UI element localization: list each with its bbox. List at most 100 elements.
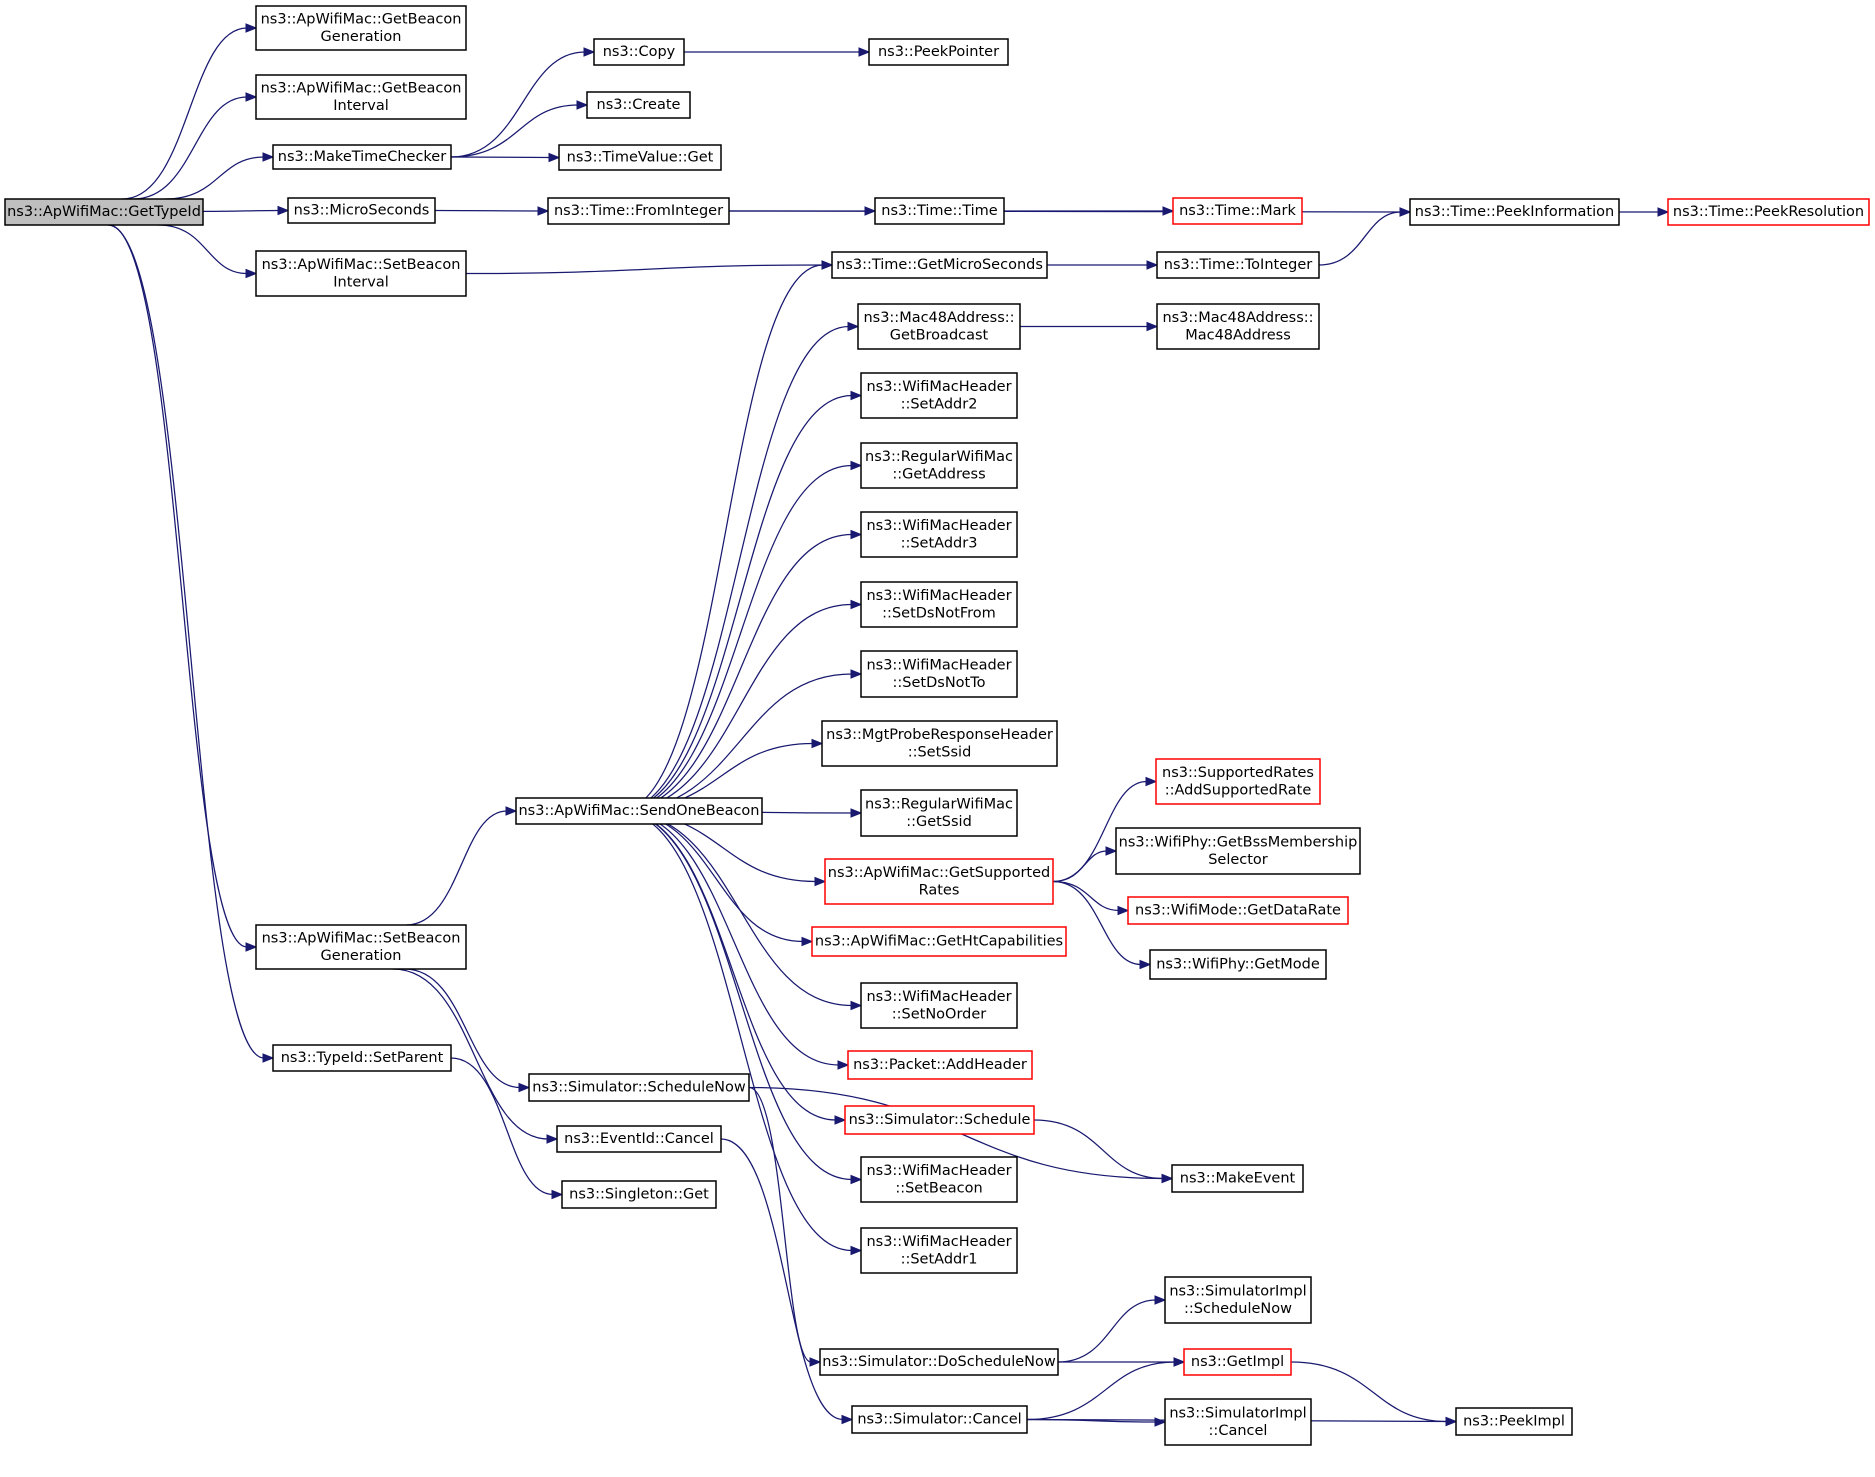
- node-box: [272, 144, 452, 170]
- node-label-line: ns3::MakeEvent: [1180, 1171, 1296, 1187]
- node-box: [874, 197, 1005, 225]
- node-schedule-now[interactable]: ns3::Simulator::ScheduleNow: [528, 1073, 750, 1102]
- edge-line: [1052, 880, 1142, 966]
- node-peek-resolution[interactable]: ns3::Time::PeekResolution: [1667, 198, 1870, 226]
- node-sim-cancel[interactable]: ns3::Simulator::Cancel: [851, 1405, 1028, 1434]
- node-send-one-beacon[interactable]: ns3::ApWifiMac::SendOneBeacon: [515, 797, 763, 825]
- edge-line: [618, 325, 850, 812]
- node-set-no-order[interactable]: ns3::WifiMacHeader::SetNoOrder: [860, 982, 1018, 1029]
- node-box: [1409, 198, 1620, 226]
- edge-arrowhead: [1117, 905, 1130, 916]
- node-get-micro-seconds[interactable]: ns3::Time::GetMicroSeconds: [831, 251, 1048, 279]
- node-box: [586, 91, 691, 119]
- node-box: [515, 797, 763, 825]
- edge-arrowhead: [245, 92, 258, 102]
- edge-arrowhead: [1154, 1417, 1167, 1427]
- node-time-mark[interactable]: ns3::Time::Mark: [1172, 197, 1303, 225]
- node-set-parent[interactable]: ns3::TypeId::SetParent: [272, 1044, 452, 1072]
- node-box: [860, 372, 1018, 419]
- node-label-line: ns3::PeekPointer: [878, 44, 999, 60]
- edge-line: [618, 810, 853, 1181]
- edge-line: [450, 51, 586, 158]
- node-create[interactable]: ns3::Create: [586, 91, 691, 119]
- edge-line: [202, 209, 280, 213]
- node-reg-get-address[interactable]: ns3::RegularWifiMac::GetAddress: [860, 442, 1018, 489]
- node-set-addr2[interactable]: ns3::WifiMacHeader::SetAddr2: [860, 372, 1018, 419]
- node-set-ds-not-from[interactable]: ns3::WifiMacHeader::SetDsNotFrom: [860, 581, 1018, 628]
- node-label-line: ::SetDsNotFrom: [882, 605, 996, 621]
- edge-arrowhead: [1657, 207, 1670, 217]
- node-box: [561, 1180, 717, 1209]
- node-set-ds-not-to[interactable]: ns3::WifiMacHeader::SetDsNotTo: [860, 650, 1018, 698]
- node-set-beacon[interactable]: ns3::WifiMacHeader::SetBeacon: [860, 1156, 1018, 1203]
- edge-arrowhead: [1445, 1416, 1458, 1427]
- node-get-broadcast[interactable]: ns3::Mac48Address::GetBroadcast: [857, 303, 1021, 350]
- node-reg-get-ssid[interactable]: ns3::RegularWifiMac::GetSsid: [860, 789, 1018, 837]
- node-to-integer[interactable]: ns3::Time::ToInteger: [1156, 251, 1320, 279]
- edge-root-to-micro-seconds: [202, 205, 290, 216]
- node-box: [860, 1227, 1018, 1274]
- edge-arrowhead: [834, 1115, 847, 1125]
- node-label-line: Selector: [1208, 852, 1268, 868]
- edge-arrowhead: [546, 1134, 559, 1144]
- node-label-line: ns3::Simulator::ScheduleNow: [532, 1080, 746, 1096]
- node-get-mode[interactable]: ns3::WifiPhy::GetMode: [1149, 949, 1327, 980]
- node-micro-seconds[interactable]: ns3::MicroSeconds: [287, 197, 436, 224]
- node-peek-pointer[interactable]: ns3::PeekPointer: [868, 38, 1009, 66]
- node-box: [1667, 198, 1870, 226]
- node-box: [831, 251, 1048, 279]
- node-event-id-cancel[interactable]: ns3::EventId::Cancel: [556, 1125, 722, 1153]
- node-impl-cancel[interactable]: ns3::SimulatorImpl::Cancel: [1164, 1398, 1312, 1446]
- node-box: [1171, 1164, 1304, 1193]
- node-get-ht-capabilities[interactable]: ns3::ApWifiMac::GetHtCapabilities: [811, 926, 1067, 957]
- node-time-value-get[interactable]: ns3::TimeValue::Get: [558, 144, 722, 171]
- node-time-time[interactable]: ns3::Time::Time: [874, 197, 1005, 225]
- node-label-line: ns3::RegularWifiMac: [865, 449, 1013, 465]
- node-add-supported-rate[interactable]: ns3::SupportedRates::AddSupportedRate: [1155, 758, 1321, 805]
- node-label-line: ns3::WifiPhy::GetBssMembership: [1119, 834, 1358, 850]
- node-peek-impl[interactable]: ns3::PeekImpl: [1455, 1407, 1573, 1436]
- node-impl-schedule-now[interactable]: ns3::SimulatorImpl::ScheduleNow: [1164, 1276, 1312, 1324]
- node-mac48-address[interactable]: ns3::Mac48Address::Mac48Address: [1156, 303, 1320, 350]
- node-label-line: ns3::WifiMode::GetDataRate: [1135, 903, 1341, 919]
- node-root[interactable]: ns3::ApWifiMac::GetTypeId: [4, 198, 204, 226]
- node-set-addr3[interactable]: ns3::WifiMacHeader::SetAddr3: [860, 511, 1018, 558]
- edge-arrowhead: [1146, 260, 1159, 270]
- node-get-data-rate[interactable]: ns3::WifiMode::GetDataRate: [1127, 896, 1349, 925]
- node-add-header[interactable]: ns3::Packet::AddHeader: [847, 1050, 1033, 1080]
- edge-line: [618, 464, 853, 812]
- node-get-impl[interactable]: ns3::GetImpl: [1183, 1348, 1292, 1376]
- node-box: [860, 511, 1018, 558]
- edge-line: [122, 27, 248, 200]
- node-singleton-get[interactable]: ns3::Singleton::Get: [561, 1180, 717, 1209]
- node-label-line: Interval: [333, 274, 389, 290]
- edge-arrowhead: [1139, 959, 1152, 970]
- node-schedule[interactable]: ns3::Simulator::Schedule: [844, 1105, 1035, 1135]
- edge-root-to-get-beacon-generation: [122, 23, 258, 200]
- node-make-event[interactable]: ns3::MakeEvent: [1171, 1164, 1304, 1193]
- node-box: [860, 1156, 1018, 1203]
- node-do-schedule-now[interactable]: ns3::Simulator::DoScheduleNow: [819, 1348, 1059, 1376]
- node-set-ssid[interactable]: ns3::MgtProbeResponseHeader::SetSsid: [821, 720, 1058, 767]
- node-make-time-checker[interactable]: ns3::MakeTimeChecker: [272, 144, 452, 170]
- node-copy[interactable]: ns3::Copy: [593, 38, 685, 66]
- node-label-line: Interval: [333, 98, 389, 114]
- edge-arrowhead: [850, 390, 863, 401]
- node-box: [547, 197, 730, 225]
- node-label-line: Rates: [919, 882, 960, 898]
- edge-arrowhead: [809, 1357, 822, 1367]
- node-peek-information[interactable]: ns3::Time::PeekInformation: [1409, 198, 1620, 226]
- edge-send-one-beacon-to-set-addr1: [618, 810, 863, 1256]
- node-set-addr1[interactable]: ns3::WifiMacHeader::SetAddr1: [860, 1227, 1018, 1274]
- edge-arrowhead: [1154, 1295, 1167, 1305]
- edge-line: [618, 603, 853, 812]
- node-box: [593, 38, 685, 66]
- node-label-line: ns3::WifiMacHeader: [866, 379, 1011, 395]
- node-from-integer[interactable]: ns3::Time::FromInteger: [547, 197, 730, 225]
